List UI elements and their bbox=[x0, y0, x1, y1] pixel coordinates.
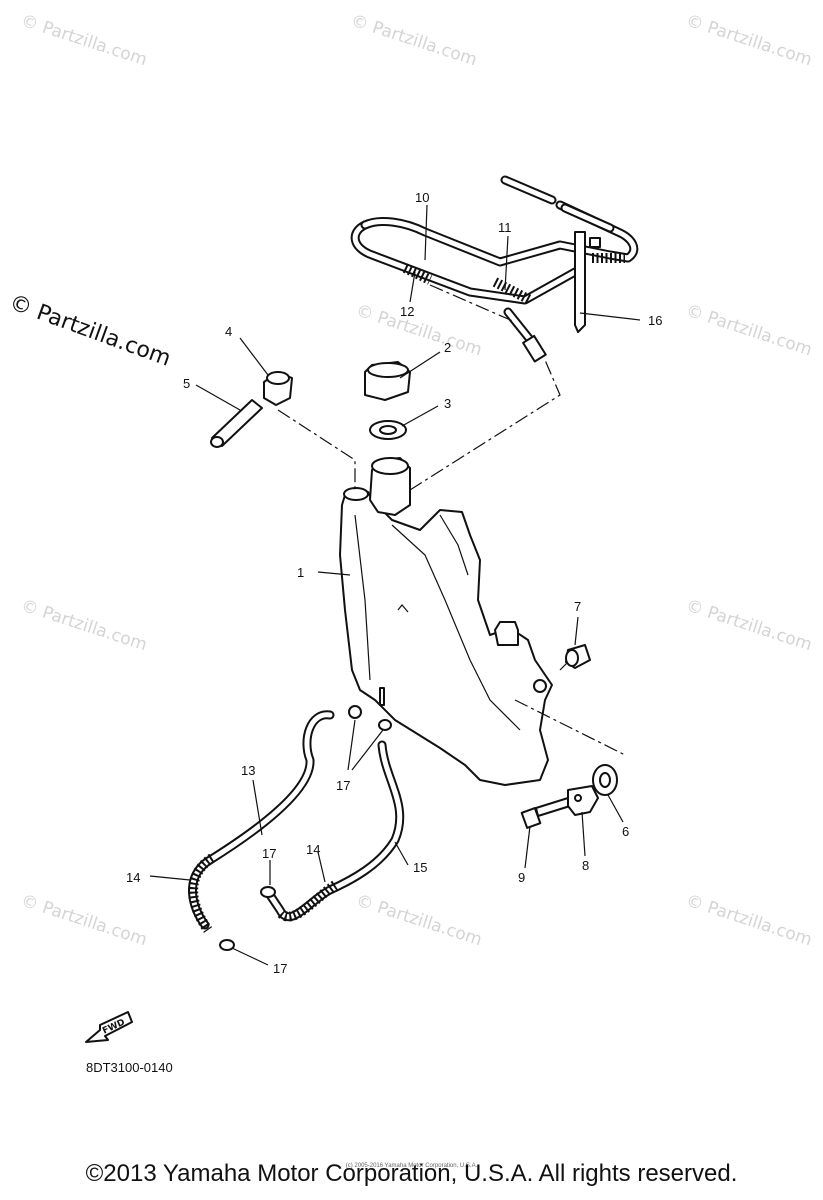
watermark-text: © Partzilla.com bbox=[348, 11, 479, 71]
callout-1: 1 bbox=[297, 565, 304, 580]
watermark-text: © Partzilla.com bbox=[683, 891, 814, 951]
mounting-hardware bbox=[520, 644, 618, 829]
callout-11: 11 bbox=[498, 220, 512, 235]
callout-3: 3 bbox=[444, 396, 451, 411]
watermark-text: © Partzilla.com bbox=[683, 301, 814, 361]
watermark-text: © Partzilla.com bbox=[353, 891, 484, 951]
callout-17c: 17 bbox=[273, 961, 287, 976]
callout-7: 7 bbox=[574, 599, 581, 614]
diagram-code: 8DT3100-0140 bbox=[86, 1060, 173, 1075]
watermark-text: © Partzilla.com bbox=[18, 891, 149, 951]
watermark-prominent: © Partzilla.com bbox=[6, 290, 174, 372]
copyright-notice: ©2013 Yamaha Motor Corporation, U.S.A. A… bbox=[85, 1160, 738, 1187]
callout-14a: 14 bbox=[126, 870, 140, 885]
callout-4: 4 bbox=[225, 324, 232, 339]
callout-12: 12 bbox=[400, 304, 414, 319]
fwd-arrow-icon: FWD bbox=[85, 1011, 133, 1043]
callout-14b: 14 bbox=[306, 842, 320, 857]
cap-and-pipe-parts bbox=[210, 361, 411, 448]
lower-hose-assembly bbox=[188, 705, 405, 951]
reservoir-tank bbox=[339, 457, 553, 786]
callout-9: 9 bbox=[518, 870, 525, 885]
watermark-text: © Partzilla.com bbox=[353, 301, 484, 361]
assembly-lines bbox=[277, 359, 626, 756]
callout-13: 13 bbox=[241, 763, 255, 778]
callout-15: 15 bbox=[413, 860, 427, 875]
watermark-text: © Partzilla.com bbox=[18, 11, 149, 71]
callout-17a: 17 bbox=[336, 778, 350, 793]
callout-8: 8 bbox=[582, 858, 589, 873]
callout-5: 5 bbox=[183, 376, 190, 391]
callout-leaders bbox=[149, 204, 641, 966]
breather-hose-assembly bbox=[350, 175, 639, 363]
callout-16: 16 bbox=[648, 313, 662, 328]
watermark-text: © Partzilla.com bbox=[683, 596, 814, 656]
callout-17b: 17 bbox=[262, 846, 276, 861]
watermark-text: © Partzilla.com bbox=[18, 596, 149, 656]
small-copyright: (c) 2005-2016 Yamaha Motor Corporation, … bbox=[345, 1163, 478, 1169]
watermark-layer: © Partzilla.com © Partzilla.com © Partzi… bbox=[18, 11, 814, 951]
callout-10: 10 bbox=[415, 190, 429, 205]
callout-labels: 1 2 3 4 5 6 7 8 9 10 11 12 13 14 14 15 1… bbox=[126, 190, 662, 976]
callout-6: 6 bbox=[622, 824, 629, 839]
callout-2: 2 bbox=[444, 340, 451, 355]
watermark-text: © Partzilla.com bbox=[683, 11, 814, 71]
